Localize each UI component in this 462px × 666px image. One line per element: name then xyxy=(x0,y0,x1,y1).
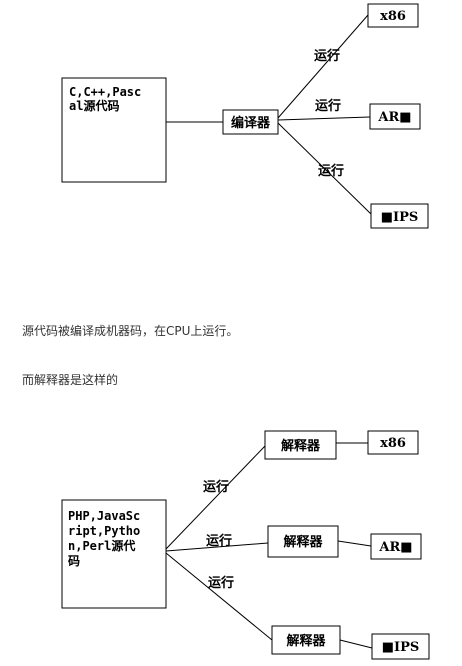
interpreted-source-line-3: n,Perl源代 xyxy=(68,538,135,553)
compiled-source-line-1: C,C++,Pasc xyxy=(69,85,141,99)
interpreter-label-3: 解释器 xyxy=(285,633,326,649)
compiler-to-x86-line xyxy=(277,14,369,119)
interpreted-run-label-3: 运行 xyxy=(208,575,234,591)
interpreted-source-box xyxy=(61,499,167,609)
interpreted-target-arm-box xyxy=(370,533,422,560)
compiler-label: 编译器 xyxy=(231,115,271,131)
source-to-interpreter-3-line xyxy=(165,552,273,641)
compiled-source-line-2: al源代码 xyxy=(69,98,119,113)
interpreted-target-mips-label: ■IPS xyxy=(382,640,420,655)
interpreted-target-x86-label: x86 xyxy=(380,436,406,451)
interpreter-3-to-mips-line xyxy=(339,639,373,649)
interpreted-source-line-2: ript,Pytho xyxy=(68,524,140,538)
compiled-target-arm-label: AR■ xyxy=(377,110,411,125)
compiled-target-mips-label: ■IPS xyxy=(381,210,419,225)
compiled-target-mips-box xyxy=(370,203,429,229)
compiled-target-arm-box xyxy=(369,103,421,130)
interpreted-target-x86-box xyxy=(367,430,419,455)
interpreter-box-2 xyxy=(267,525,339,558)
compiler-box xyxy=(222,109,279,135)
interpreted-flow: PHP,JavaSc ript,Pytho n,Perl源代 码 运行 运行 运… xyxy=(61,430,430,660)
interpreted-intro-caption: 而解释器是这样的 xyxy=(22,373,119,387)
compiler-to-mips-line xyxy=(277,122,372,215)
interpreter-box-1 xyxy=(264,430,337,460)
interpreter-2-to-arm-line xyxy=(337,540,372,547)
interpreter-box-3 xyxy=(271,625,341,655)
interpreted-target-mips-box xyxy=(371,633,430,660)
compiler-to-arm-line xyxy=(277,116,371,121)
compiled-target-x86-label: x86 xyxy=(380,9,406,24)
interpreter-label-2: 解释器 xyxy=(282,534,323,550)
interpreted-source-line-1: PHP,JavaSc xyxy=(68,509,140,523)
compiled-caption: 源代码被编译成机器码，在CPU上运行。 xyxy=(22,324,239,338)
source-to-interpreter-2-line xyxy=(165,542,269,552)
interpreted-source-line-4: 码 xyxy=(68,554,80,568)
compiled-run-label-3: 运行 xyxy=(318,163,344,179)
interpreted-run-label-2: 运行 xyxy=(206,533,232,549)
interpreter-label-1: 解释器 xyxy=(280,438,321,454)
interpreted-target-arm-label: AR■ xyxy=(378,540,412,555)
compiled-source-box xyxy=(61,77,167,183)
interpreted-run-label-1: 运行 xyxy=(203,479,229,495)
compiled-run-label-1: 运行 xyxy=(314,48,340,64)
compiled-target-x86-box xyxy=(367,3,419,28)
compiled-flow: C,C++,Pasc al源代码 编译器 运行 运行 运行 x86 AR■ ■I… xyxy=(61,3,429,229)
compiled-run-label-2: 运行 xyxy=(315,98,341,114)
source-to-interpreter-1-line xyxy=(165,445,266,550)
